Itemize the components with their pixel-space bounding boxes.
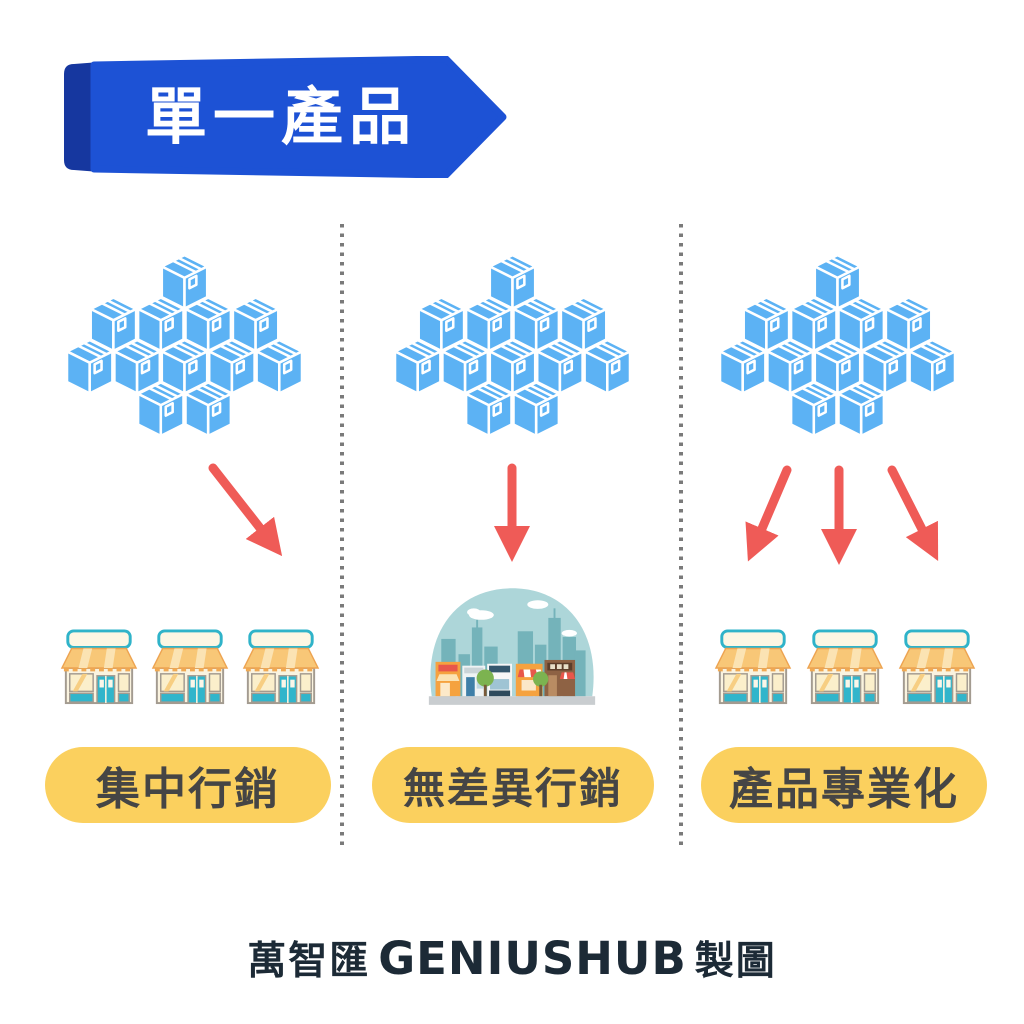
pill-text: 無差異行銷	[402, 763, 623, 813]
product-boxes-icon	[719, 254, 956, 437]
city-market-icon	[428, 588, 596, 705]
header-banner: 單一產品	[48, 55, 510, 179]
banner-arrow-shape-icon	[64, 55, 507, 179]
storefront-icon	[898, 629, 976, 705]
pill-text: 集中行銷	[96, 764, 280, 815]
credit-suffix: 製圖	[694, 939, 777, 984]
arrow-down-right-icon	[208, 463, 283, 557]
storefront-icon	[242, 629, 320, 705]
footer-credit: 萬智匯 GENIUSHUB 製圖	[0, 928, 1024, 988]
storefront-icon	[151, 629, 229, 705]
label-product-specialization: 產品專業化	[701, 747, 987, 823]
arrow-down-icon	[494, 463, 530, 562]
product-boxes-icon	[66, 254, 303, 437]
storefront-icon	[806, 629, 884, 705]
product-boxes-icon	[394, 254, 631, 437]
page-title: 單一產品	[144, 80, 417, 153]
brand-latin: GENIUSHUB	[378, 931, 687, 985]
column-divider-right	[679, 224, 683, 846]
pill-text: 產品專業化	[729, 764, 959, 815]
label-concentrated-marketing: 集中行銷	[45, 747, 331, 823]
column-divider-left	[340, 224, 344, 846]
label-undifferentiated-marketing: 無差異行銷	[372, 747, 654, 823]
storefront-icon	[714, 629, 792, 705]
brand-cjk: 萬智匯	[247, 939, 371, 984]
storefront-icon	[60, 629, 138, 705]
arrow-fan-icon	[745, 465, 939, 565]
